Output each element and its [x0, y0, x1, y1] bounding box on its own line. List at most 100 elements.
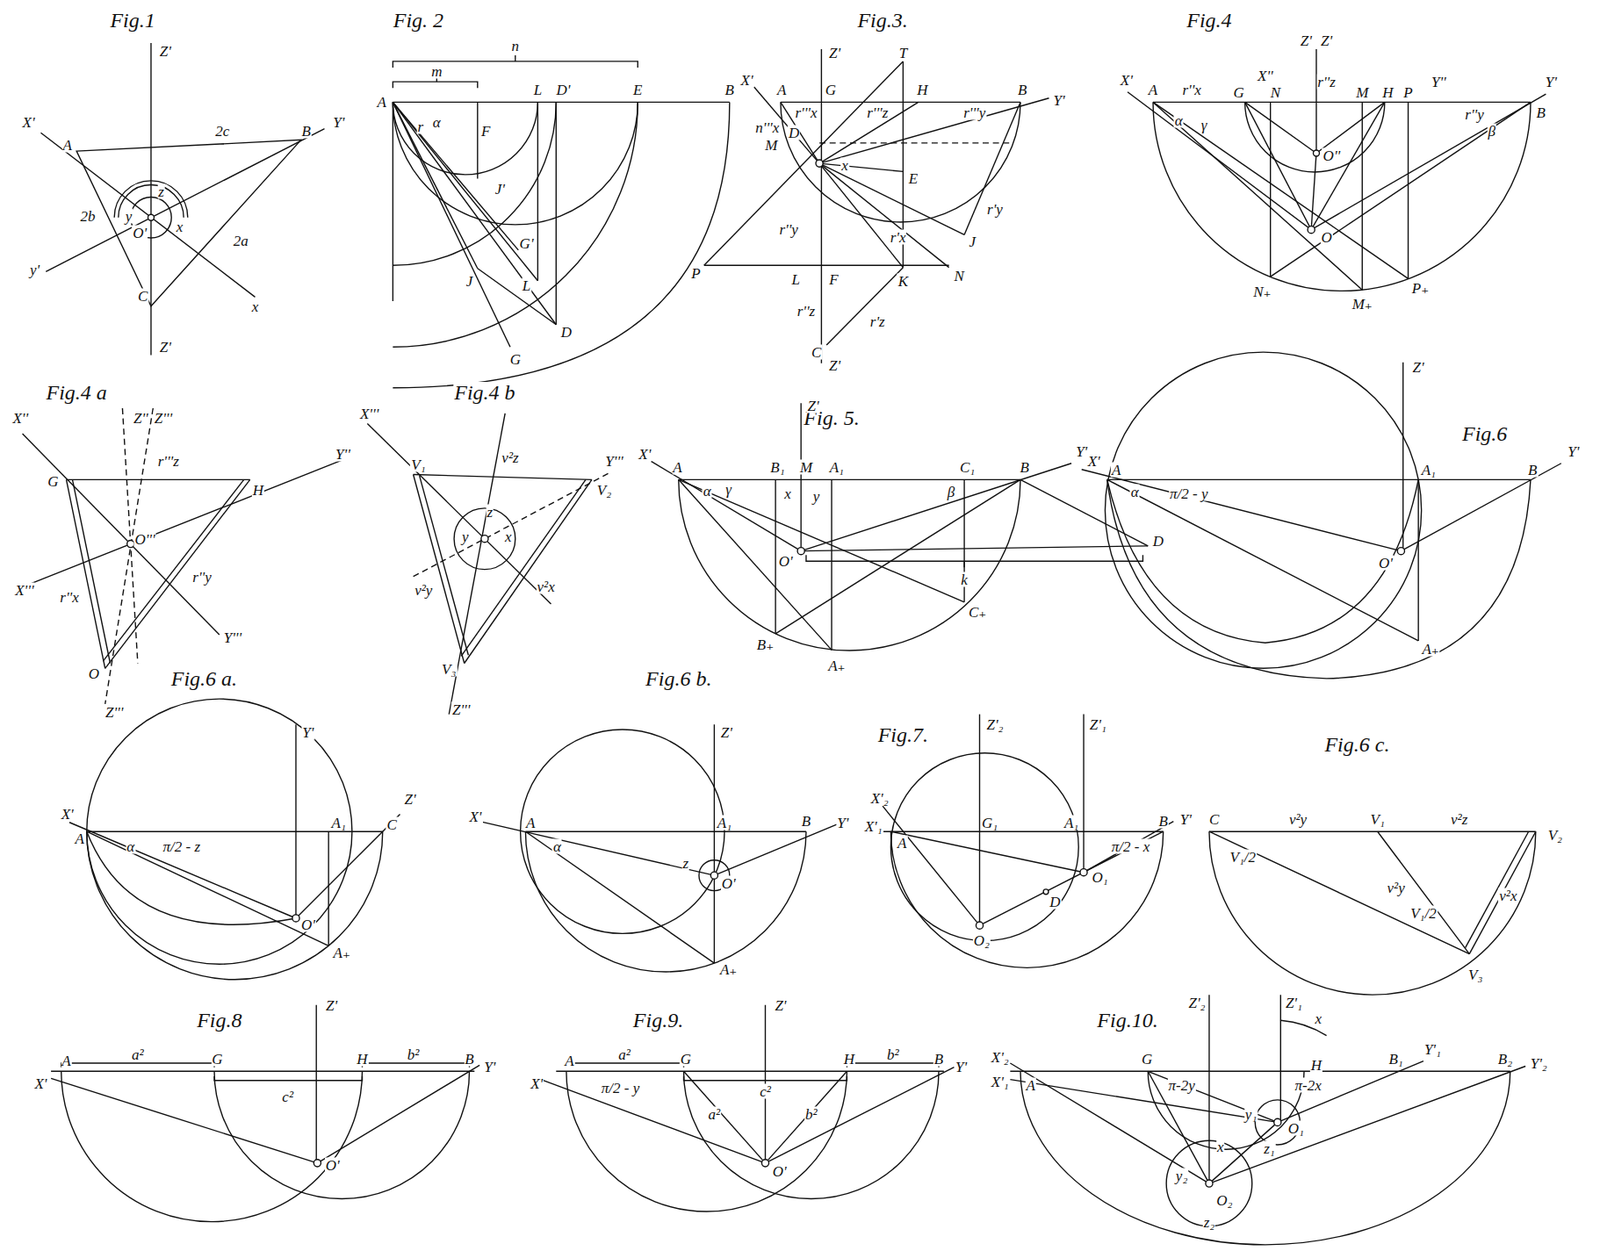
figure-title: Fig.7.	[877, 724, 930, 746]
point-label: v²y	[1288, 812, 1308, 828]
fig4-construction-stroke	[1245, 101, 1317, 153]
point-label: A	[671, 460, 683, 476]
point-label: a²	[617, 1047, 632, 1063]
fig6b-construction-stroke	[479, 821, 714, 877]
point-label: O'	[324, 1157, 341, 1173]
fig5-construction-stroke	[678, 479, 1021, 651]
fig4-construction-stroke	[1312, 150, 1319, 157]
point-label: z₁	[1262, 1141, 1276, 1157]
fig10-construction-stroke	[1166, 1140, 1253, 1227]
fig4b-construction-stroke	[367, 423, 551, 605]
point-label: Z'	[807, 398, 821, 414]
figure-title: Fig.4	[1185, 9, 1233, 31]
fig3-construction-stroke	[964, 101, 1021, 235]
point-label: X''	[1256, 67, 1275, 83]
figure-title: Fig.6	[1461, 423, 1508, 445]
fig9-construction-stroke	[684, 1071, 939, 1199]
point-label: J	[465, 273, 475, 289]
fig2-construction-stroke	[392, 101, 729, 103]
point-label: x	[840, 158, 850, 173]
point-label: M	[763, 137, 779, 153]
point-label: y'	[28, 261, 41, 277]
fig5-construction-stroke	[774, 479, 776, 634]
point-label: Z'	[828, 357, 842, 373]
fig4-construction-stroke	[1245, 101, 1385, 173]
figure-title: Fig.10.	[1095, 1009, 1159, 1031]
fig10-construction-stroke	[1208, 994, 1210, 1184]
point-label: G	[824, 82, 837, 98]
fig4-construction-stroke	[1153, 101, 1363, 290]
point-label: D	[1152, 533, 1165, 548]
point-label: X'	[33, 1076, 48, 1092]
fig6-construction-stroke	[1397, 547, 1405, 555]
point-label: Z'	[1412, 360, 1426, 375]
point-label: B	[300, 122, 311, 138]
fig8-construction-stroke	[214, 1076, 362, 1082]
fig7-construction-stroke	[890, 753, 1079, 942]
point-label: X'	[21, 115, 37, 130]
point-label: V₁/2	[1229, 850, 1258, 865]
point-label: π/2 - z	[162, 839, 202, 855]
point-label: A	[375, 94, 387, 110]
fig4-construction-stroke	[1270, 101, 1531, 277]
point-label: Y''	[1430, 73, 1448, 89]
point-label: Y'''	[604, 454, 624, 469]
point-label: X'	[60, 807, 75, 822]
point-label: v²x	[1498, 888, 1518, 904]
point-label: Z'	[1319, 33, 1334, 49]
fig9-construction-stroke	[566, 1071, 848, 1212]
fig5-construction-stroke	[797, 547, 805, 555]
fig6-construction-stroke	[1107, 479, 1419, 643]
fig6b-construction-stroke	[525, 831, 807, 833]
point-label: Y'	[1566, 443, 1580, 459]
fig3-construction-stroke	[826, 267, 903, 346]
point-label: a²	[707, 1106, 722, 1122]
point-label: O'	[1377, 555, 1394, 571]
point-label: b²	[886, 1047, 901, 1063]
fig5-construction-stroke	[650, 461, 801, 551]
fig2-construction-stroke	[477, 268, 556, 325]
point-label: A₁	[1063, 814, 1080, 830]
point-label: r''z	[796, 303, 817, 319]
fig2-construction-stroke	[555, 101, 557, 325]
point-label: Y'	[1052, 92, 1067, 108]
fig4-construction-stroke	[1407, 101, 1409, 279]
fig4-construction-stroke	[1269, 101, 1271, 277]
point-label: x	[1314, 1010, 1324, 1026]
fig7-construction-stroke	[979, 714, 981, 927]
fig2-construction-stroke	[392, 101, 729, 388]
point-label: n	[511, 38, 521, 54]
point-label: B	[1016, 82, 1028, 98]
fig4b-construction-stroke	[454, 508, 516, 570]
fig6c-construction-stroke	[1209, 831, 1536, 995]
point-label: r''x	[58, 589, 80, 605]
point-label: O'''	[133, 531, 156, 547]
fig6c-construction-stroke	[1469, 831, 1536, 954]
fig6c-construction-stroke	[1465, 831, 1529, 948]
fig4-construction-stroke	[1127, 92, 1312, 231]
fig1-construction-stroke	[40, 132, 255, 297]
point-label: P	[690, 266, 701, 282]
point-label: A₊	[827, 657, 846, 673]
fig4-construction-stroke	[1311, 152, 1317, 230]
point-label: B	[1527, 461, 1538, 477]
fig7-construction-stroke	[1080, 869, 1088, 877]
point-label: c²	[758, 1084, 772, 1100]
point-label: z	[682, 856, 691, 872]
point-label: O	[1319, 229, 1333, 245]
point-label: O₂	[1215, 1192, 1233, 1208]
point-label: A₁	[1420, 461, 1437, 477]
point-label: x	[783, 486, 793, 502]
point-label: X'''	[14, 582, 35, 598]
point-label: A	[60, 1053, 72, 1069]
fig7-construction-stroke	[1043, 889, 1049, 895]
figure-title: Fig.3.	[856, 9, 909, 31]
fig6b-construction-stroke	[713, 724, 715, 964]
point-label: π/2 - y	[1168, 486, 1209, 502]
point-label: B	[933, 1052, 945, 1067]
fig5-construction-stroke	[806, 554, 1143, 568]
fig4-construction-stroke	[1153, 101, 1531, 103]
fig5-construction-stroke	[678, 479, 965, 602]
point-label: X'	[1087, 454, 1102, 469]
fig8-construction-stroke	[316, 1005, 318, 1164]
